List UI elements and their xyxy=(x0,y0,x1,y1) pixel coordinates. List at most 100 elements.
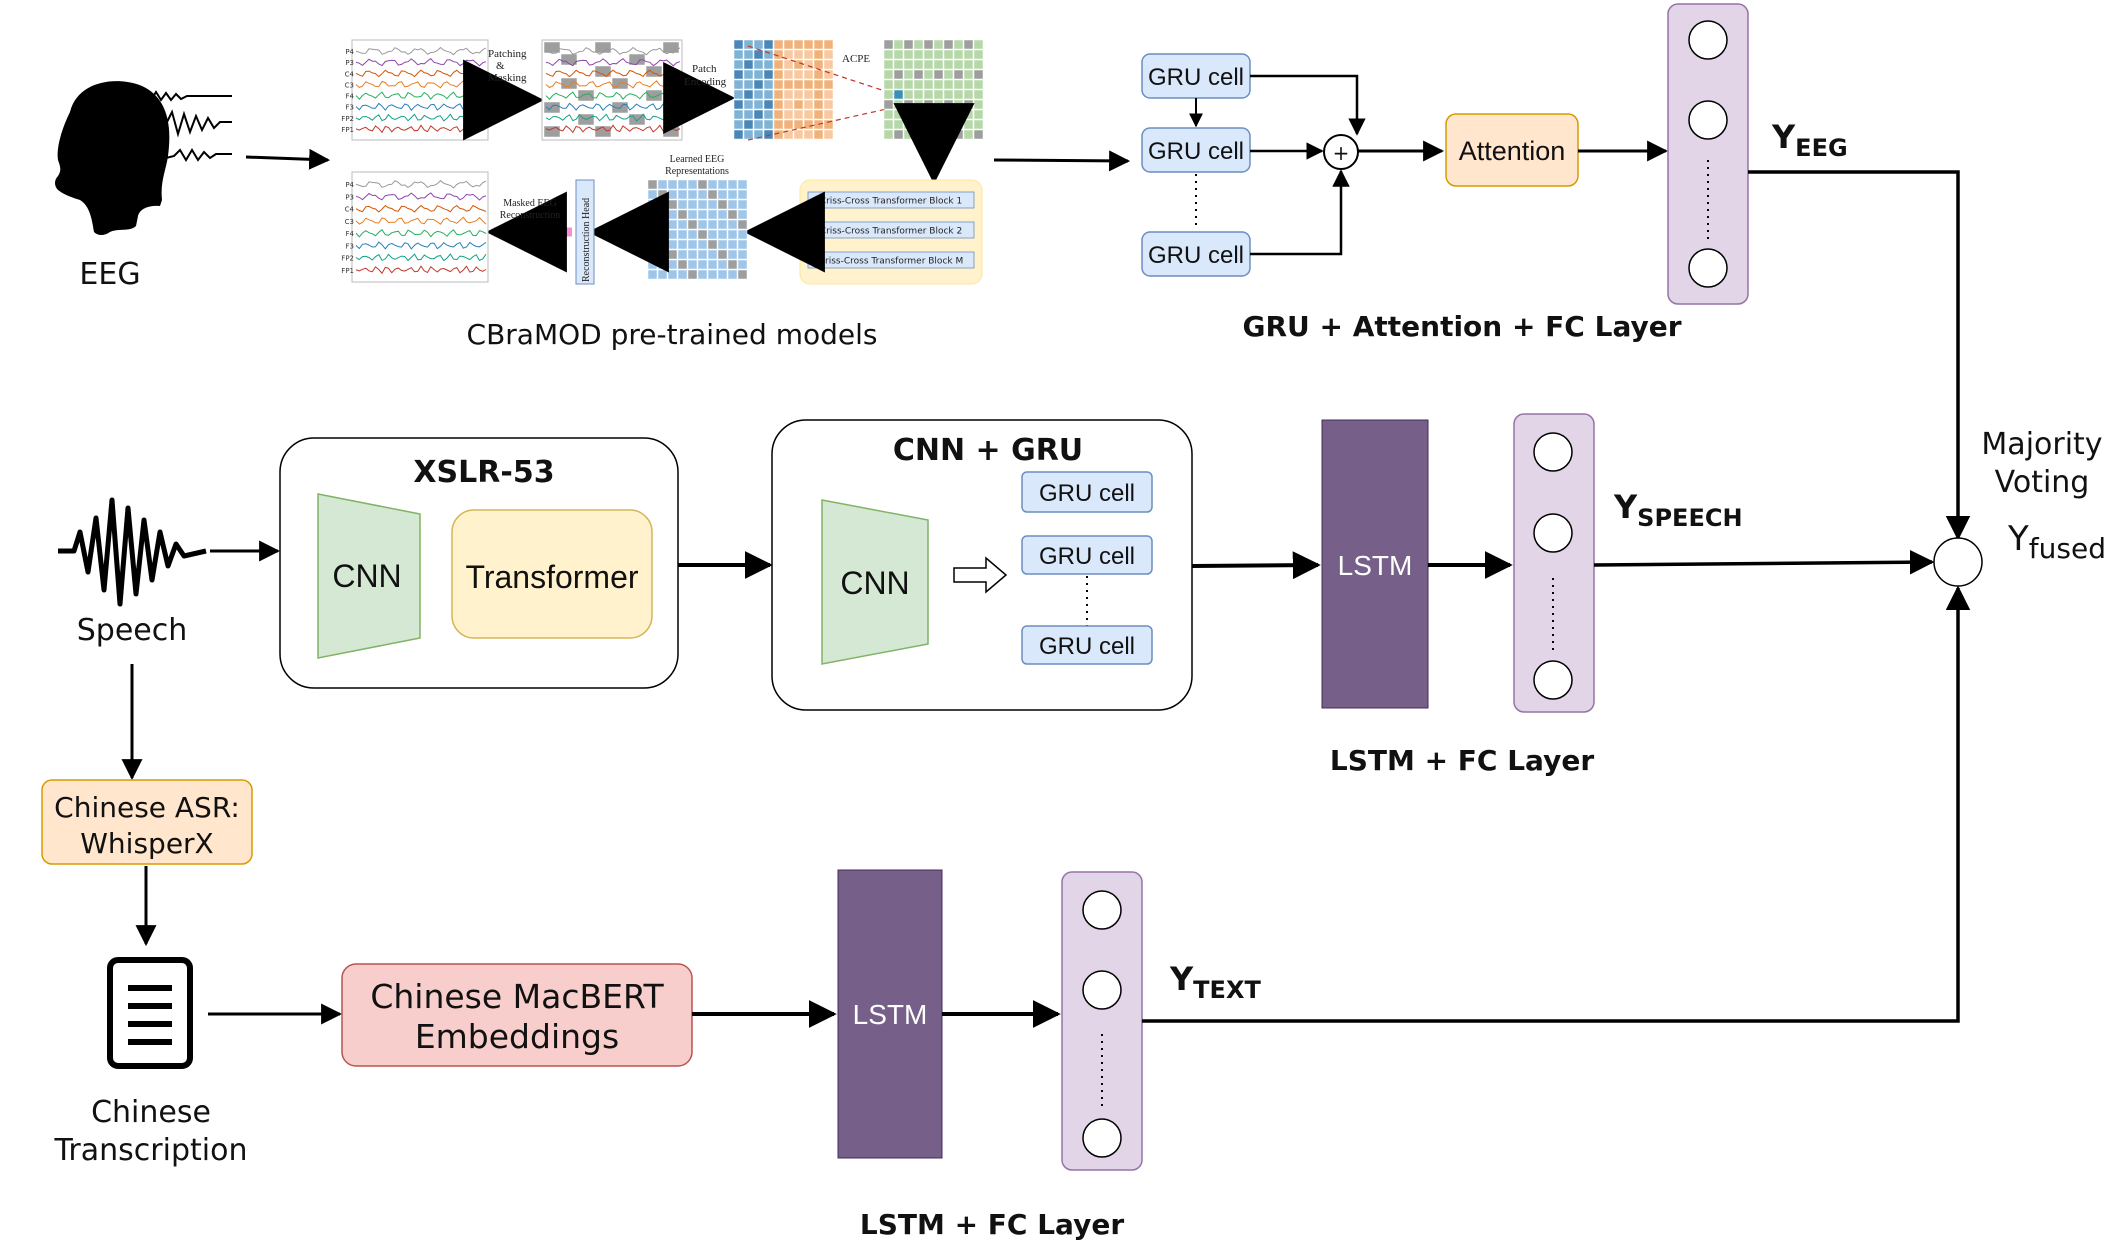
channel-label: FP1 xyxy=(341,126,354,134)
embedding-cell xyxy=(813,39,824,50)
learned-cell xyxy=(667,199,678,210)
embedding-cell xyxy=(733,129,744,140)
embedding-cell xyxy=(773,99,784,110)
embedding-cell xyxy=(743,119,754,130)
embedding-cell xyxy=(783,79,794,90)
masked-patch xyxy=(594,41,612,54)
learned-cell xyxy=(727,269,738,280)
acpe-cell xyxy=(883,59,894,70)
learned-cell xyxy=(717,269,728,280)
acpe-cell xyxy=(973,109,984,120)
acpe-cell xyxy=(903,39,914,50)
embedding-cell xyxy=(733,99,744,110)
transformer-block-label: Criss-Cross Transformer Block 2 xyxy=(820,227,962,237)
transformer-block-label: Criss-Cross Transformer Block 1 xyxy=(820,197,962,207)
masked-patch xyxy=(594,101,612,114)
cnn-gru-title: CNN + GRU xyxy=(893,433,1083,468)
acpe-cell xyxy=(903,129,914,140)
acpe-cell xyxy=(933,39,944,50)
acpe-cell xyxy=(923,49,934,60)
asr-line-2: WhisperX xyxy=(80,827,214,860)
acpe-cell xyxy=(923,109,934,120)
learned-cell xyxy=(697,269,708,280)
learned-cell xyxy=(657,249,668,260)
masked-patch xyxy=(662,41,680,54)
embedding-cell xyxy=(813,129,824,140)
embedding-cell xyxy=(763,59,774,70)
embedding-cell xyxy=(803,59,814,70)
embedding-cell xyxy=(743,89,754,100)
embedding-cell xyxy=(763,119,774,130)
masked-patches-plot xyxy=(541,39,683,141)
learned-cell xyxy=(697,239,708,250)
acpe-cell xyxy=(883,129,894,140)
learned-cell xyxy=(667,249,678,260)
embedding-cell xyxy=(813,99,824,110)
eeg-fc-neuron-2 xyxy=(1688,100,1728,140)
learned-cell xyxy=(647,269,658,280)
acpe-cell xyxy=(963,89,974,100)
eeg-trace xyxy=(545,58,681,67)
acpe-cell xyxy=(893,89,904,100)
learned-cell xyxy=(707,269,718,280)
eeg-fc-neuron-1 xyxy=(1688,20,1728,60)
channel-label: F3 xyxy=(346,104,354,112)
acpe-cell xyxy=(943,79,954,90)
learned-cell xyxy=(697,249,708,260)
channel-label: F4 xyxy=(346,93,355,101)
learned-cell xyxy=(667,269,678,280)
learned-cell xyxy=(647,199,658,210)
embedding-cell xyxy=(783,129,794,140)
learned-cell xyxy=(707,229,718,240)
acpe-cell xyxy=(883,89,894,100)
embedding-cell xyxy=(733,69,744,80)
arrow-pretrain-to-gru xyxy=(993,150,1131,172)
embedding-cell xyxy=(743,39,754,50)
head-icon xyxy=(55,81,170,235)
embedding-cell xyxy=(753,49,764,60)
acpe-cell xyxy=(963,49,974,60)
acpe-cell xyxy=(883,69,894,80)
acpe-cell xyxy=(963,109,974,120)
text-section-caption: LSTM + FC Layer xyxy=(860,1208,1124,1241)
embedding-cell xyxy=(763,129,774,140)
learned-cell xyxy=(707,209,718,220)
masked-patch xyxy=(611,41,629,54)
acpe-cell xyxy=(943,49,954,60)
embedding-cell xyxy=(823,49,834,60)
speech-gru-cell-3 xyxy=(1021,625,1153,665)
learned-cell xyxy=(687,179,698,190)
learned-cell xyxy=(667,239,678,250)
embedding-cell xyxy=(763,79,774,90)
embedding-cell xyxy=(773,39,784,50)
eeg-trace xyxy=(355,179,487,189)
embedding-cell xyxy=(783,119,794,130)
masked-patch xyxy=(560,77,578,90)
acpe-label: ACPE xyxy=(842,53,870,65)
masked-patch xyxy=(628,77,646,90)
embedding-cell xyxy=(823,69,834,80)
embedding-cell xyxy=(803,89,814,100)
learned-cell xyxy=(707,199,718,210)
learned-cell xyxy=(737,259,748,270)
acpe-cell xyxy=(933,79,944,90)
embedding-cell xyxy=(763,69,774,80)
embedding-cell xyxy=(783,109,794,120)
learned-cell xyxy=(727,259,738,270)
document-icon xyxy=(107,957,193,1069)
embedding-cell xyxy=(763,49,774,60)
embedding-cell xyxy=(793,119,804,130)
learned-cell xyxy=(687,259,698,270)
learned-cell xyxy=(667,189,678,200)
learned-cell xyxy=(657,189,668,200)
channel-label: F4 xyxy=(346,230,355,238)
masked-patch xyxy=(560,53,578,66)
learned-cell xyxy=(677,259,688,270)
eeg-gru-cell-2-label: GRU cell xyxy=(1148,138,1244,165)
acpe-cell xyxy=(903,49,914,60)
acpe-cell xyxy=(953,109,964,120)
embedding-cell xyxy=(823,99,834,110)
eeg-waves-icon xyxy=(125,90,232,162)
arrow-cnngru-lstm xyxy=(1191,551,1321,580)
speech-lstm-label: LSTM xyxy=(1338,550,1413,581)
